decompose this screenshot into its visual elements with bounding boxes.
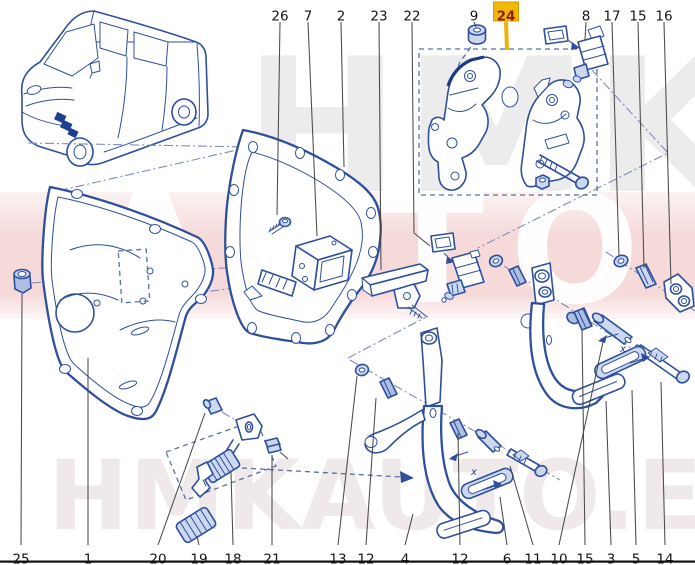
callout-22: 22 — [403, 8, 420, 24]
spring-part19 — [175, 506, 217, 544]
pedal-pad-part6 — [460, 467, 514, 500]
leader-line-15 — [637, 21, 645, 269]
bushing-part12-left — [379, 377, 398, 399]
gasket-part2 — [224, 128, 382, 345]
switch-sensor-part8 — [562, 25, 609, 89]
callout-23: 23 — [370, 8, 387, 24]
callout-15: 15 — [629, 8, 646, 24]
x-dimension-marker-1: x — [619, 344, 626, 355]
pedal-location-marks — [54, 111, 79, 139]
leader-line-11 — [509, 465, 534, 546]
bolt-in-box24 — [536, 154, 590, 190]
leader-line-12 — [365, 397, 377, 546]
clutch-pedal-group — [354, 327, 548, 539]
leader-line-22 — [411, 21, 431, 247]
van-illustration — [20, 10, 209, 167]
callout-10: 10 — [550, 551, 567, 565]
callout-13: 13 — [329, 551, 346, 565]
callout-3: 3 — [607, 551, 616, 565]
retaining-clip-22 — [430, 232, 456, 264]
leader-line-14 — [660, 381, 666, 546]
callout-25: 25 — [12, 551, 29, 565]
leader-line-24 — [504, 21, 509, 51]
callout-9: 9 — [470, 8, 479, 24]
callout-2: 2 — [337, 8, 346, 24]
clip-part21 — [264, 437, 289, 460]
leader-line-6 — [499, 496, 508, 546]
callout-17: 17 — [603, 8, 620, 24]
callout-19: 19 — [190, 551, 207, 565]
pushrod-part18 — [191, 413, 263, 498]
leader-line-16 — [663, 21, 672, 285]
callout-12: 12 — [357, 551, 374, 565]
pedal-pad-mounted-left — [436, 509, 492, 539]
callout-11: 11 — [524, 551, 541, 565]
leader-line-17 — [611, 21, 620, 257]
callout-layer: 26 7 2 23 22 9 24 8 17 15 16 25 1 20 19 18 21 13 12 4 12 6 11 1… — [12, 1, 674, 565]
nut-in-box24 — [535, 174, 550, 190]
leader-line-5 — [631, 389, 637, 546]
bushing-part15-upper — [635, 263, 657, 289]
callout-5: 5 — [632, 551, 641, 565]
leader-line-26 — [276, 21, 281, 216]
leader-line-13 — [337, 375, 358, 546]
retaining-clip-8 — [543, 25, 580, 50]
callout-20: 20 — [149, 551, 166, 565]
pivot-bracket-part16 — [663, 273, 695, 313]
nut-part9 — [467, 24, 487, 45]
leader-line-25 — [20, 293, 23, 546]
bulkhead-panel-part1 — [41, 185, 215, 421]
leader-line-12 — [457, 432, 461, 546]
bushing-part15-lower — [566, 307, 593, 331]
callout-12: 12 — [451, 551, 468, 565]
highlight-box-24 — [493, 1, 519, 22]
x-dimension-marker-0: x — [470, 467, 477, 478]
leader-line-10 — [558, 341, 604, 546]
callout-1: 1 — [84, 551, 93, 565]
pedal-pad-part5 — [594, 345, 647, 380]
leader-line-8 — [584, 21, 587, 41]
leader-line-2 — [340, 21, 345, 168]
pivot-bolt-left — [506, 448, 548, 478]
leader-line-3 — [605, 400, 612, 546]
leader-line-18 — [230, 471, 234, 546]
callout-7: 7 — [304, 8, 313, 24]
bottom-border-line — [0, 560, 695, 563]
highlighted-edge — [446, 55, 485, 87]
clutch-pedal-part4 — [364, 327, 505, 535]
callout-6: 6 — [503, 551, 512, 565]
leader-line-9 — [473, 21, 477, 28]
callout-18: 18 — [224, 551, 241, 565]
callout-21: 21 — [263, 551, 280, 565]
bushing-part12-right — [449, 418, 468, 440]
leader-line-4 — [404, 513, 414, 546]
callout-26: 26 — [271, 8, 288, 24]
pedal-bracket-assembly-part24 — [418, 48, 598, 196]
callout-16: 16 — [655, 8, 672, 24]
leader-line-19 — [196, 535, 200, 546]
pivot-tube-part10 — [591, 312, 633, 345]
callout-8: 8 — [582, 8, 591, 24]
callout-15: 15 — [576, 551, 593, 565]
sleeve-part11 — [475, 428, 502, 453]
pedal-pad-mounted-right — [571, 373, 626, 406]
pushrod-group — [165, 397, 414, 544]
callout-14: 14 — [656, 551, 673, 565]
pin-part20 — [202, 397, 223, 415]
callout-4: 4 — [401, 551, 410, 565]
flange-nut-part25 — [13, 268, 32, 294]
brake-pedal-group — [488, 254, 691, 410]
callout-24: 24 — [497, 8, 516, 24]
leader-line-20 — [157, 412, 206, 546]
leader-line-15 — [581, 329, 586, 546]
